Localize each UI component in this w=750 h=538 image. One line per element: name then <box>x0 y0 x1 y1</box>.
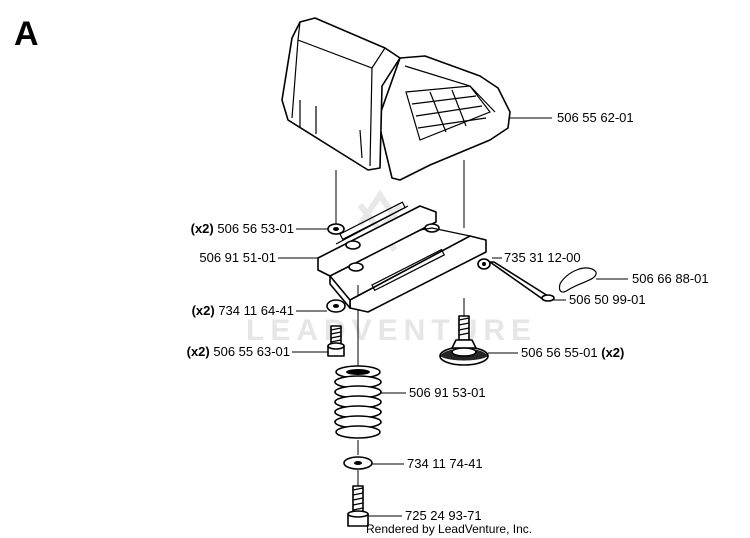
section-letter: A <box>14 15 39 53</box>
callout-pivot-pin: 506 50 99-01 <box>569 292 646 307</box>
callout-washer-large: 734 11 74-41 <box>407 456 483 471</box>
callout-seat: 506 55 62-01 <box>557 110 634 125</box>
callout-bolt-long: 725 24 93-71 <box>405 508 482 523</box>
washer-large-drawing <box>343 456 373 470</box>
bolt-short-drawing <box>327 325 345 357</box>
bolt-long-drawing <box>347 485 369 527</box>
callout-bolt-short: (x2) 506 55 63-01 <box>187 344 290 359</box>
callout-washer-small: 735 31 12-00 <box>504 250 581 265</box>
knob-drawing <box>439 315 489 366</box>
pivot-pin-drawing <box>477 258 555 302</box>
callout-washer-mid: (x2) 734 11 64-41 <box>192 303 294 318</box>
watermark-text: LEADVENTURE <box>246 314 537 347</box>
washer-mid-drawing <box>326 299 346 313</box>
bracket-drawing <box>317 201 487 313</box>
credit-text: Rendered by LeadVenture, Inc. <box>366 522 532 536</box>
callout-nut-top: (x2) 506 56 53-01 <box>191 221 294 236</box>
callout-spring: 506 91 53-01 <box>409 385 486 400</box>
spring-drawing <box>334 365 382 439</box>
cotter-pin-drawing <box>558 267 597 293</box>
callout-cotter-pin: 506 66 88-01 <box>632 271 709 286</box>
callout-knob: 506 56 55-01 (x2) <box>521 345 624 360</box>
nut-top-drawing <box>327 223 345 235</box>
callout-bracket: 506 91 51-01 <box>199 250 276 265</box>
seat-drawing <box>281 17 511 181</box>
